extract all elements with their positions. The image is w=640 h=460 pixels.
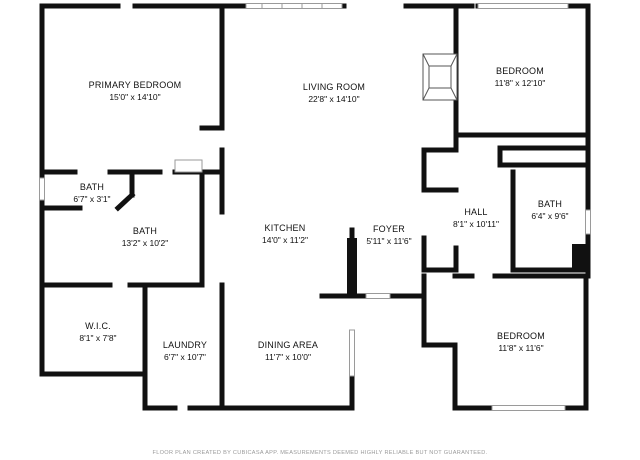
room-labels: PRIMARY BEDROOM 15'0" x 14'10" LIVING RO… bbox=[73, 66, 568, 362]
bath-primary-dims: 13'2" x 10'2" bbox=[122, 238, 169, 248]
bath-small-name: BATH bbox=[80, 182, 104, 192]
bath-primary-name: BATH bbox=[133, 226, 157, 236]
wic-name: W.I.C. bbox=[85, 321, 111, 331]
bedroom-1-dims: 11'8" x 12'10" bbox=[495, 78, 546, 88]
dining-area-dims: 11'7" x 10'0" bbox=[265, 352, 311, 362]
kitchen-name: KITCHEN bbox=[265, 223, 306, 233]
disclaimer-text: FLOOR PLAN CREATED BY CUBICASA APP. MEAS… bbox=[153, 450, 488, 456]
bath-hall-name: BATH bbox=[538, 199, 562, 209]
bedroom-1-name: BEDROOM bbox=[496, 66, 544, 76]
wic-dims: 8'1" x 7'8" bbox=[79, 333, 116, 343]
primary-bedroom-dims: 15'0" x 14'10" bbox=[109, 92, 160, 102]
bath-small-dims: 6'7" x 3'1" bbox=[73, 194, 110, 204]
laundry-dims: 6'7" x 10'7" bbox=[164, 352, 206, 362]
bath-hall-dims: 6'4" x 9'6" bbox=[531, 211, 568, 221]
living-room-dims: 22'8" x 14'10" bbox=[308, 94, 359, 104]
hall-dims: 8'1" x 10'11" bbox=[453, 219, 499, 229]
wall-blocks bbox=[347, 238, 586, 296]
hall-name: HALL bbox=[464, 207, 487, 217]
foyer-name: FOYER bbox=[373, 224, 405, 234]
bedroom-2-name: BEDROOM bbox=[497, 331, 545, 341]
living-room-name: LIVING ROOM bbox=[303, 82, 365, 92]
windows bbox=[39, 3, 591, 411]
dining-area-name: DINING AREA bbox=[258, 340, 318, 350]
fireplace-icon bbox=[422, 53, 458, 101]
bedroom-2-dims: 11'8" x 11'6" bbox=[498, 343, 543, 353]
laundry-name: LAUNDRY bbox=[163, 340, 207, 350]
foyer-dims: 5'11" x 11'6" bbox=[366, 236, 411, 246]
primary-bedroom-name: PRIMARY BEDROOM bbox=[89, 80, 182, 90]
kitchen-dims: 14'0" x 11'2" bbox=[262, 235, 308, 245]
